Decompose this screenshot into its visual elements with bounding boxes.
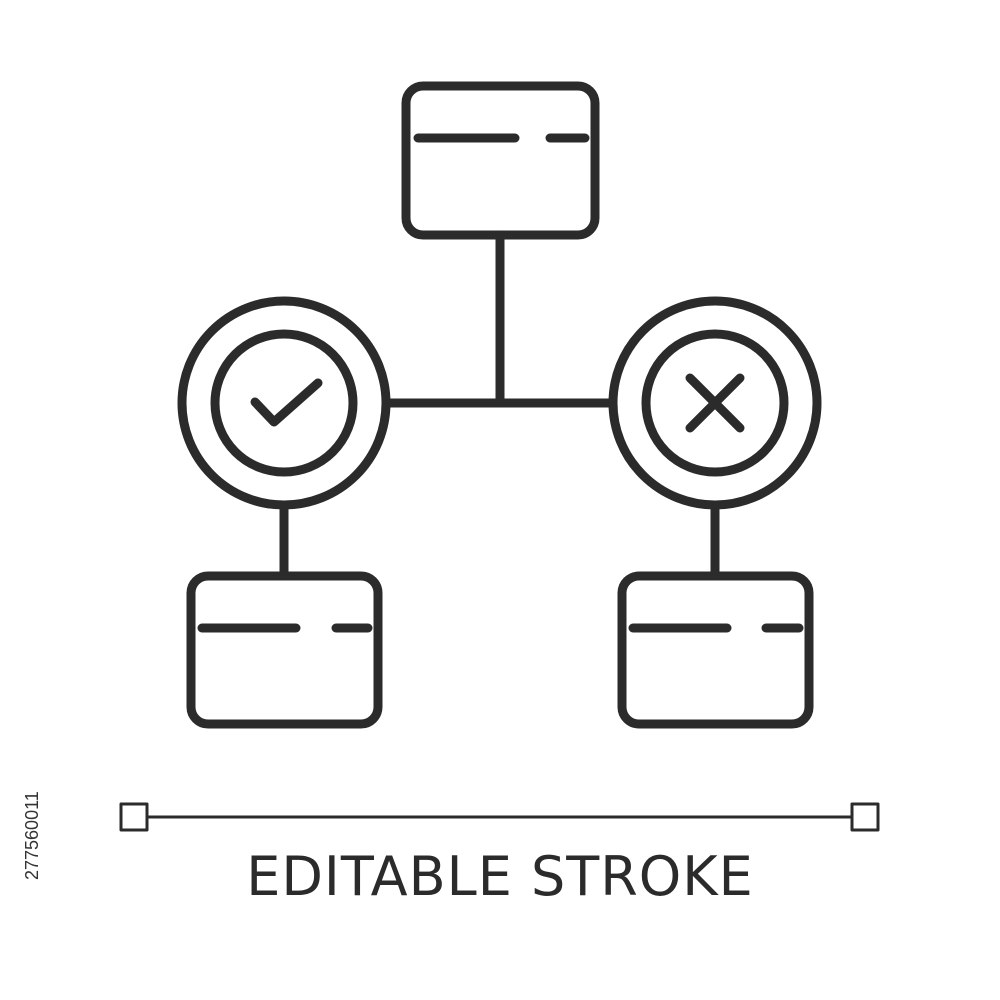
stroke-indicator — [119, 802, 880, 832]
right-box — [617, 571, 814, 729]
stroke-handle-left — [119, 802, 149, 832]
cross-icon — [685, 373, 745, 433]
reject-node — [608, 296, 822, 510]
editable-stroke-caption: EDITABLE STROKE — [246, 845, 754, 908]
checkmark-icon — [250, 378, 323, 427]
stock-id: 277560011 — [22, 791, 42, 880]
top-box — [401, 81, 600, 240]
stroke-handle-right — [850, 802, 880, 832]
approve-node — [177, 296, 391, 510]
connector-lines — [279, 230, 720, 581]
left-box — [186, 571, 383, 729]
